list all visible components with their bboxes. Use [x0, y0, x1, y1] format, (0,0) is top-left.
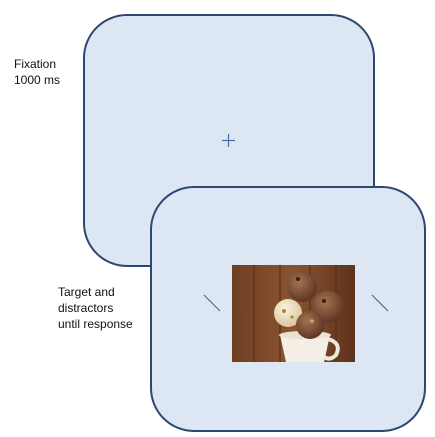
right-distractor-icon	[371, 294, 389, 312]
target-label-line1: Target and	[58, 285, 115, 299]
left-distractor-icon	[203, 294, 221, 312]
ice-cream-photo	[232, 265, 355, 362]
target-label-line3: until response	[58, 317, 133, 331]
target-screen	[150, 186, 426, 432]
fixation-label: Fixation 1000 ms	[14, 56, 60, 88]
target-label-line2: distractors	[58, 301, 114, 315]
fixation-cross-icon	[222, 134, 235, 147]
fixation-label-line2: 1000 ms	[14, 73, 61, 87]
fixation-label-line1: Fixation	[14, 57, 57, 71]
target-label: Target and distractors until response	[58, 284, 133, 332]
